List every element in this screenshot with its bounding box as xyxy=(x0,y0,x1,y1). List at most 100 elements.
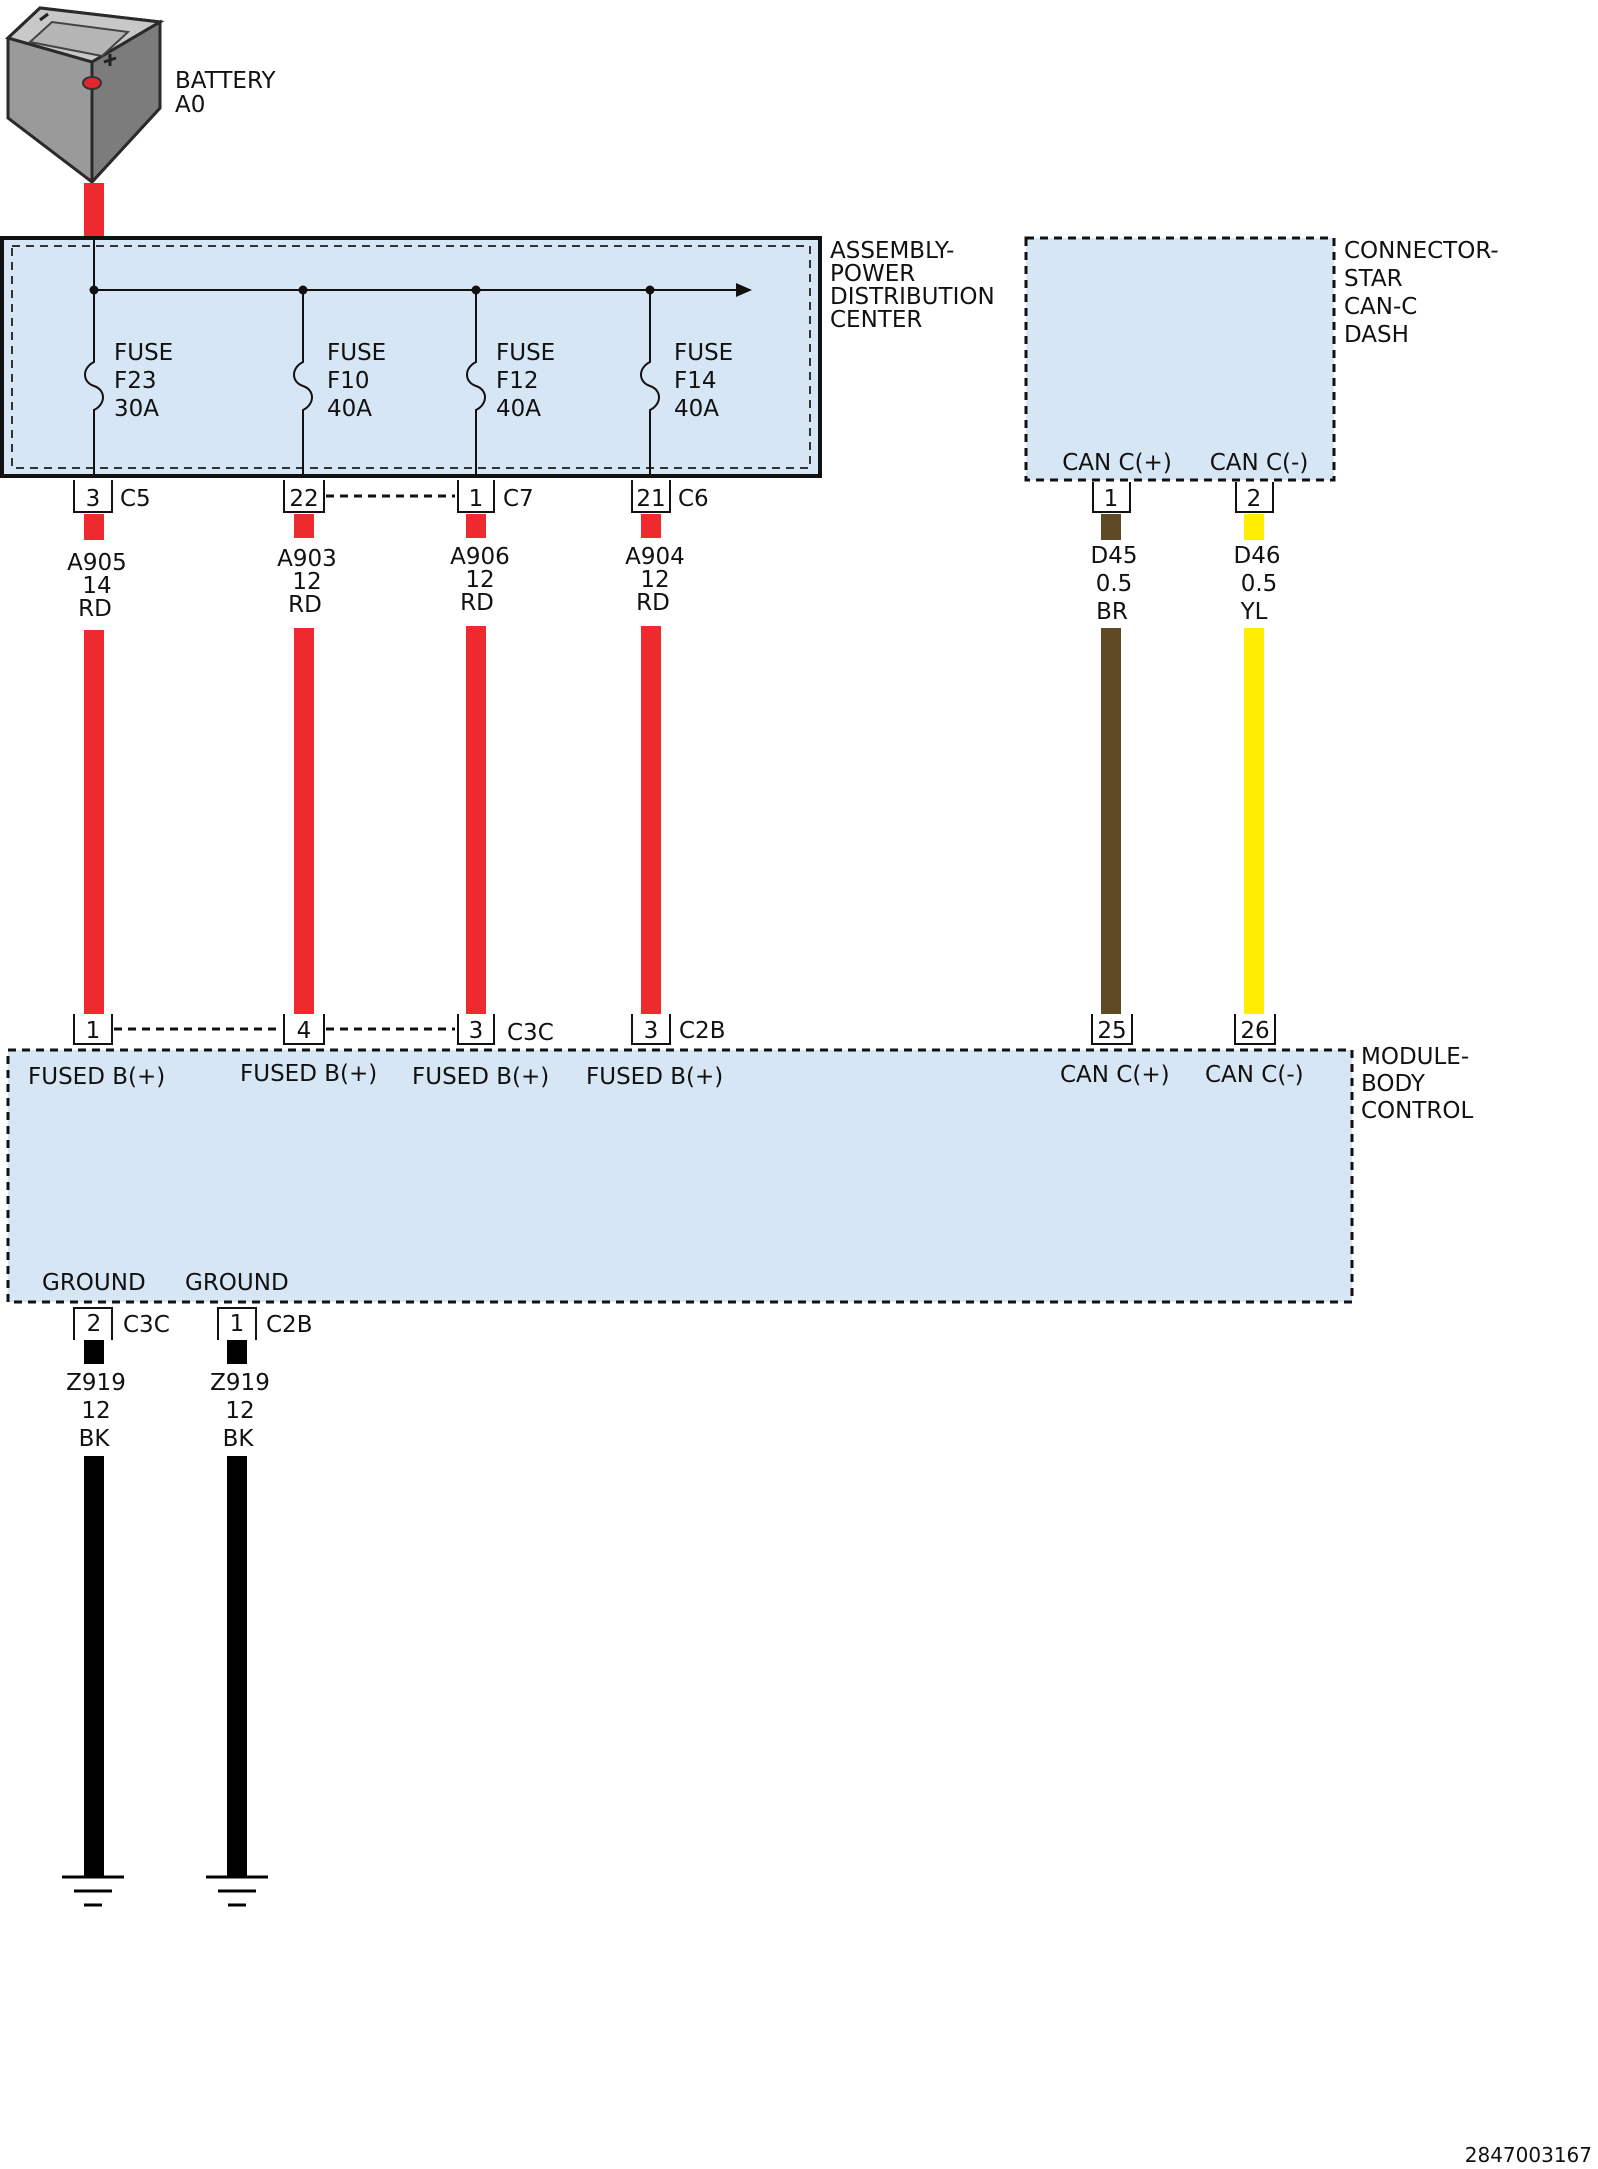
fuse-f23 xyxy=(84,290,104,478)
svg-text:26: 26 xyxy=(1240,1018,1269,1044)
svg-text:1: 1 xyxy=(230,1311,245,1337)
wire-gauge: 0.5 xyxy=(1241,571,1278,597)
fuse-icon xyxy=(640,290,660,478)
connector-label: C7 xyxy=(503,486,534,512)
bcm-pin: 1 xyxy=(73,1014,113,1045)
bcm-pin-label: FUSED B(+) xyxy=(412,1064,549,1090)
fuse-rating: 40A xyxy=(327,396,372,422)
fuse-icon xyxy=(293,290,313,478)
connector-label: C3C xyxy=(507,1020,554,1046)
connector-label: C6 xyxy=(678,486,709,512)
star-label-2: STAR xyxy=(1344,266,1403,292)
wire-a906 xyxy=(466,626,486,1014)
wire-a906 xyxy=(466,514,486,538)
svg-text:2: 2 xyxy=(87,1311,102,1337)
star-label-3: CAN-C xyxy=(1344,294,1417,320)
wire-color: RD xyxy=(460,590,494,616)
svg-text:4: 4 xyxy=(297,1018,312,1044)
pdc-pin: 1 xyxy=(457,480,495,513)
wire-gauge: 14 xyxy=(82,573,111,599)
fuse-icon xyxy=(84,290,104,478)
pdc-inner-border xyxy=(11,245,811,469)
wire-circuit: D46 xyxy=(1234,543,1281,569)
bcm-pin-label: CAN C(-) xyxy=(1205,1062,1304,1088)
wire-circuit: D45 xyxy=(1091,543,1138,569)
bcm-pin: 3 xyxy=(631,1014,671,1045)
svg-text:1: 1 xyxy=(1104,486,1119,512)
bcm-pin: 3 xyxy=(457,1014,495,1045)
wire-a904 xyxy=(641,626,661,1014)
wire-z919 xyxy=(84,1340,104,1364)
fuse-f12 xyxy=(466,290,486,478)
wire-circuit: A905 xyxy=(67,550,127,576)
wire-gauge: 12 xyxy=(640,567,669,593)
bcm-ground-pin: 2 xyxy=(73,1307,113,1340)
bcm-pin-label: CAN C(+) xyxy=(1060,1062,1170,1088)
connector-label: C3C xyxy=(123,1312,170,1338)
star-pin-label: CAN C(-) xyxy=(1210,450,1309,476)
fuse-rating: 40A xyxy=(674,396,719,422)
wire-circuit: A904 xyxy=(625,544,685,570)
fuse-rating: 30A xyxy=(114,396,159,422)
fuse-label: FUSE xyxy=(496,340,555,366)
fuse-id: F14 xyxy=(674,368,717,394)
star-pin: 2 xyxy=(1235,482,1274,513)
wire-gauge: 12 xyxy=(292,569,321,595)
wire-z919 xyxy=(84,1456,104,1876)
pdc-label-1: ASSEMBLY- xyxy=(830,238,954,264)
wire-color: BK xyxy=(79,1426,111,1452)
pdc-pin: 3 xyxy=(73,480,113,513)
wire-gauge: 12 xyxy=(225,1398,254,1424)
pdc-label-4: CENTER xyxy=(830,307,922,333)
wire-color: RD xyxy=(78,596,112,622)
bcm-label-2: BODY xyxy=(1361,1071,1426,1097)
bcm-pin-label: FUSED B(+) xyxy=(28,1064,165,1090)
pdc-pin: 22 xyxy=(283,480,325,513)
bcm-ground-label: GROUND xyxy=(185,1270,289,1296)
bcm-label-1: MODULE- xyxy=(1361,1044,1469,1070)
star-pin-label: CAN C(+) xyxy=(1062,450,1172,476)
fuse-label: FUSE xyxy=(674,340,733,366)
bus-arrow-icon xyxy=(736,283,752,297)
bcm-pin: 26 xyxy=(1234,1014,1276,1045)
wire-color: BR xyxy=(1096,599,1128,625)
star-label-4: DASH xyxy=(1344,322,1409,348)
wire-color: YL xyxy=(1240,599,1268,625)
svg-text:3: 3 xyxy=(86,486,101,512)
bcm-pin: 4 xyxy=(283,1014,325,1045)
wire-gauge: 12 xyxy=(465,567,494,593)
star-connector-box xyxy=(1024,236,1336,482)
fuse-id: F12 xyxy=(496,368,539,394)
battery-icon xyxy=(5,6,165,186)
pdc-pin: 21 xyxy=(631,480,671,513)
wire-a905 xyxy=(84,514,104,540)
star-label-1: CONNECTOR- xyxy=(1344,238,1499,264)
fuse-label: FUSE xyxy=(114,340,173,366)
pdc-label-2: POWER xyxy=(830,261,915,287)
bcm-ground-pin: 1 xyxy=(217,1307,257,1340)
connector-label: C2B xyxy=(266,1312,312,1338)
pdc-label-3: DISTRIBUTION xyxy=(830,284,995,310)
battery-feed-wire xyxy=(84,183,104,238)
wire-color: RD xyxy=(636,590,670,616)
svg-text:1: 1 xyxy=(469,486,484,512)
bcm-box xyxy=(6,1048,1354,1304)
ground-icon xyxy=(62,1875,124,1907)
svg-text:2: 2 xyxy=(1247,486,1262,512)
fuse-id: F10 xyxy=(327,368,370,394)
wire-d46 xyxy=(1244,514,1264,540)
wire-a903 xyxy=(294,514,314,538)
svg-text:1: 1 xyxy=(86,1018,101,1044)
wire-circuit: A903 xyxy=(277,546,337,572)
wire-circuit: Z919 xyxy=(66,1370,126,1396)
fuse-label: FUSE xyxy=(327,340,386,366)
wire-a905 xyxy=(84,630,104,1014)
svg-text:21: 21 xyxy=(636,486,665,512)
wire-z919 xyxy=(227,1340,247,1364)
svg-text:3: 3 xyxy=(469,1018,484,1044)
battery-id: A0 xyxy=(175,92,205,118)
fuse-f10 xyxy=(293,290,313,478)
figure-id: 2847003167 xyxy=(1465,2143,1592,2167)
svg-text:25: 25 xyxy=(1097,1018,1126,1044)
